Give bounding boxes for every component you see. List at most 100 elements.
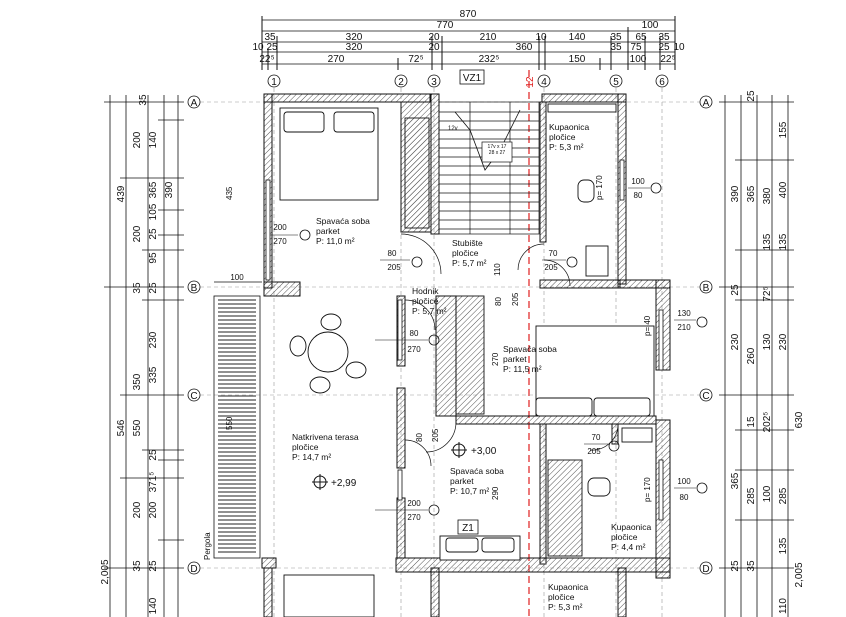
svg-text:439: 439: [116, 185, 127, 202]
dim-row2: 35 320 20 210 10 140 35 65 35: [264, 32, 670, 43]
sink-2: [621, 427, 653, 443]
dim-total: 870: [460, 9, 477, 20]
wall-110: 110: [493, 263, 502, 276]
chair-2: [289, 335, 307, 357]
opening-tag-8: 100 80: [674, 477, 708, 502]
dim-row1-b: 100: [642, 20, 659, 31]
svg-text:270: 270: [273, 237, 287, 246]
svg-text:25: 25: [148, 228, 159, 240]
svg-text:130: 130: [677, 309, 691, 318]
svg-text:15: 15: [746, 416, 757, 428]
svg-text:140: 140: [148, 131, 159, 148]
svg-text:10: 10: [535, 32, 547, 43]
svg-text:100: 100: [630, 54, 647, 65]
wall-80-a: 80: [494, 297, 503, 306]
level-marker-terrace: +2,99: [312, 474, 357, 490]
svg-text:270: 270: [407, 513, 421, 522]
svg-text:350: 350: [132, 373, 143, 390]
left-dim-labels: 439 546 2,005 200 200 350 550 200 365 23…: [100, 94, 175, 614]
svg-text:130: 130: [762, 333, 773, 350]
svg-text:25: 25: [148, 449, 159, 461]
svg-text:pločice: pločice: [549, 132, 576, 142]
axis-label-c-right: C: [702, 391, 709, 402]
wall-435: 435: [225, 186, 234, 200]
svg-text:35: 35: [132, 560, 143, 572]
svg-text:parket: parket: [450, 476, 474, 486]
svg-text:22⁵: 22⁵: [259, 54, 274, 65]
svg-text:2,005: 2,005: [100, 559, 111, 584]
svg-text:270: 270: [407, 345, 421, 354]
right-dim-labels: 630 2,005 390 365 230 260 365 155 400 38…: [730, 90, 805, 614]
dim-row1-a: 770: [437, 20, 454, 31]
svg-text:546: 546: [116, 419, 127, 436]
svg-text:205: 205: [544, 263, 558, 272]
axis-label-vz1: VZ1: [463, 73, 482, 84]
chair-1: [320, 313, 342, 331]
svg-text:100: 100: [762, 485, 773, 502]
axis-label-a-right: A: [703, 98, 710, 109]
svg-text:25: 25: [730, 560, 741, 572]
staircase: [438, 101, 540, 235]
left-dimensions: [104, 95, 184, 617]
svg-text:80: 80: [634, 191, 643, 200]
svg-text:Z1: Z1: [462, 523, 474, 534]
wardrobe-1: [404, 117, 430, 229]
dim-row4: 22⁵ 270 72⁵ 232⁵ 150 100 22⁵: [259, 54, 675, 65]
svg-text:P: 10,7 m²: P: 10,7 m²: [450, 486, 489, 496]
svg-text:25: 25: [730, 284, 741, 296]
svg-text:parket: parket: [503, 354, 527, 364]
svg-text:200: 200: [148, 501, 159, 518]
furniture: [279, 103, 655, 617]
opening-tag-1: 200 270: [270, 223, 311, 246]
wardrobe-3: [547, 459, 583, 557]
axis-bubbles-vertical: [267, 74, 669, 88]
right-dimensions: [719, 95, 794, 617]
door-h-2: 205: [431, 428, 440, 442]
opening-tag-7: 70 205: [584, 433, 620, 456]
svg-text:10: 10: [673, 42, 685, 53]
svg-text:200: 200: [407, 499, 421, 508]
svg-text:+3,00: +3,00: [471, 446, 497, 457]
svg-text:70: 70: [549, 249, 558, 258]
opening-tag-6: 80 270: [375, 329, 440, 354]
door-h-3: 270: [491, 352, 500, 366]
svg-text:Spavaća soba: Spavaća soba: [316, 216, 370, 226]
svg-text:20: 20: [428, 32, 440, 43]
room-label-stairwell: Stubište pločice P: 5,7 m²: [452, 238, 487, 268]
opening-tag-4: 100 80: [628, 177, 662, 200]
axis-label-3: 3: [431, 77, 437, 88]
room-label-bathroom-3: Kupaonica pločice P: 5,3 m²: [548, 582, 588, 612]
pergola-length: 550: [225, 416, 234, 430]
svg-text:360: 360: [516, 42, 533, 53]
svg-text:320: 320: [346, 42, 363, 53]
svg-text:Spavaća soba: Spavaća soba: [450, 466, 504, 476]
wall-290: 290: [491, 486, 500, 500]
svg-text:70: 70: [592, 433, 601, 442]
axis-label-d-right: D: [702, 564, 709, 575]
svg-text:100: 100: [677, 477, 691, 486]
svg-text:210: 210: [677, 323, 691, 332]
svg-text:35: 35: [264, 32, 276, 43]
svg-text:335: 335: [148, 366, 159, 383]
svg-text:10: 10: [252, 42, 264, 53]
wardrobe-2: [455, 295, 485, 415]
opening-tag-9: 200 270: [375, 499, 440, 522]
svg-text:100: 100: [631, 177, 645, 186]
svg-text:P: 4,4 m²: P: 4,4 m²: [611, 542, 646, 552]
svg-text:260: 260: [746, 347, 757, 364]
svg-text:365: 365: [148, 181, 159, 198]
svg-text:22⁵: 22⁵: [660, 54, 675, 65]
axis-label-d-left: D: [190, 564, 197, 575]
axis-label-6: 6: [659, 77, 665, 88]
toilet-1: [577, 179, 595, 203]
svg-text:35: 35: [746, 560, 757, 572]
svg-text:80: 80: [680, 493, 689, 502]
axis-label-c-left: C: [190, 391, 197, 402]
svg-text:550: 550: [132, 419, 143, 436]
room-label-hallway: Hodnik pločice P: 5,7 m²: [412, 286, 447, 316]
svg-text:Stubište: Stubište: [452, 238, 483, 248]
svg-text:P: 5,3 m²: P: 5,3 m²: [549, 142, 584, 152]
svg-text:Spavaća soba: Spavaća soba: [503, 344, 557, 354]
svg-text:72⁵: 72⁵: [762, 286, 773, 301]
